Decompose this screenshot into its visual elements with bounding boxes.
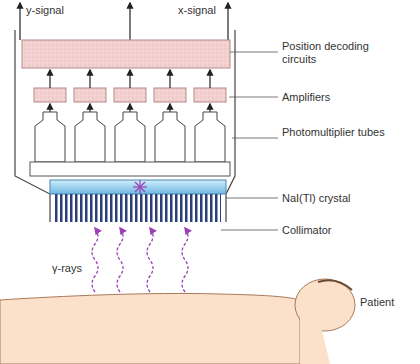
part-label: Position decoding circuits xyxy=(282,40,392,66)
part-label: NaI(Tl) crystal xyxy=(282,192,350,205)
ray-label: γ-rays xyxy=(52,262,82,275)
signal-arrow xyxy=(209,104,210,112)
part-label: Photomultiplier tubes xyxy=(282,126,387,139)
amplifier xyxy=(154,88,186,102)
part-label: Amplifiers xyxy=(282,91,330,104)
signal-arrow xyxy=(49,104,50,112)
signal-arrow xyxy=(89,70,90,88)
photomultiplier-tube xyxy=(75,112,105,162)
amplifier xyxy=(34,88,66,102)
signal-label: x-signal xyxy=(178,4,216,17)
part-label: Collimator xyxy=(282,224,332,237)
photomultiplier-tube xyxy=(115,112,145,162)
amplifier xyxy=(194,88,226,102)
part-label: Patient xyxy=(360,296,394,309)
signal-label: y-signal xyxy=(26,4,64,17)
signal-arrow xyxy=(209,70,210,88)
photomultiplier-tube xyxy=(195,112,225,162)
signal-arrow xyxy=(129,70,130,88)
signal-arrow xyxy=(169,104,170,112)
amplifier xyxy=(114,88,146,102)
signal-arrow xyxy=(89,104,90,112)
signal-arrow xyxy=(129,104,130,112)
photomultiplier-tube xyxy=(155,112,185,162)
photomultiplier-tube xyxy=(35,112,65,162)
amplifier xyxy=(74,88,106,102)
signal-arrow xyxy=(169,70,170,88)
signal-arrow xyxy=(49,70,50,88)
